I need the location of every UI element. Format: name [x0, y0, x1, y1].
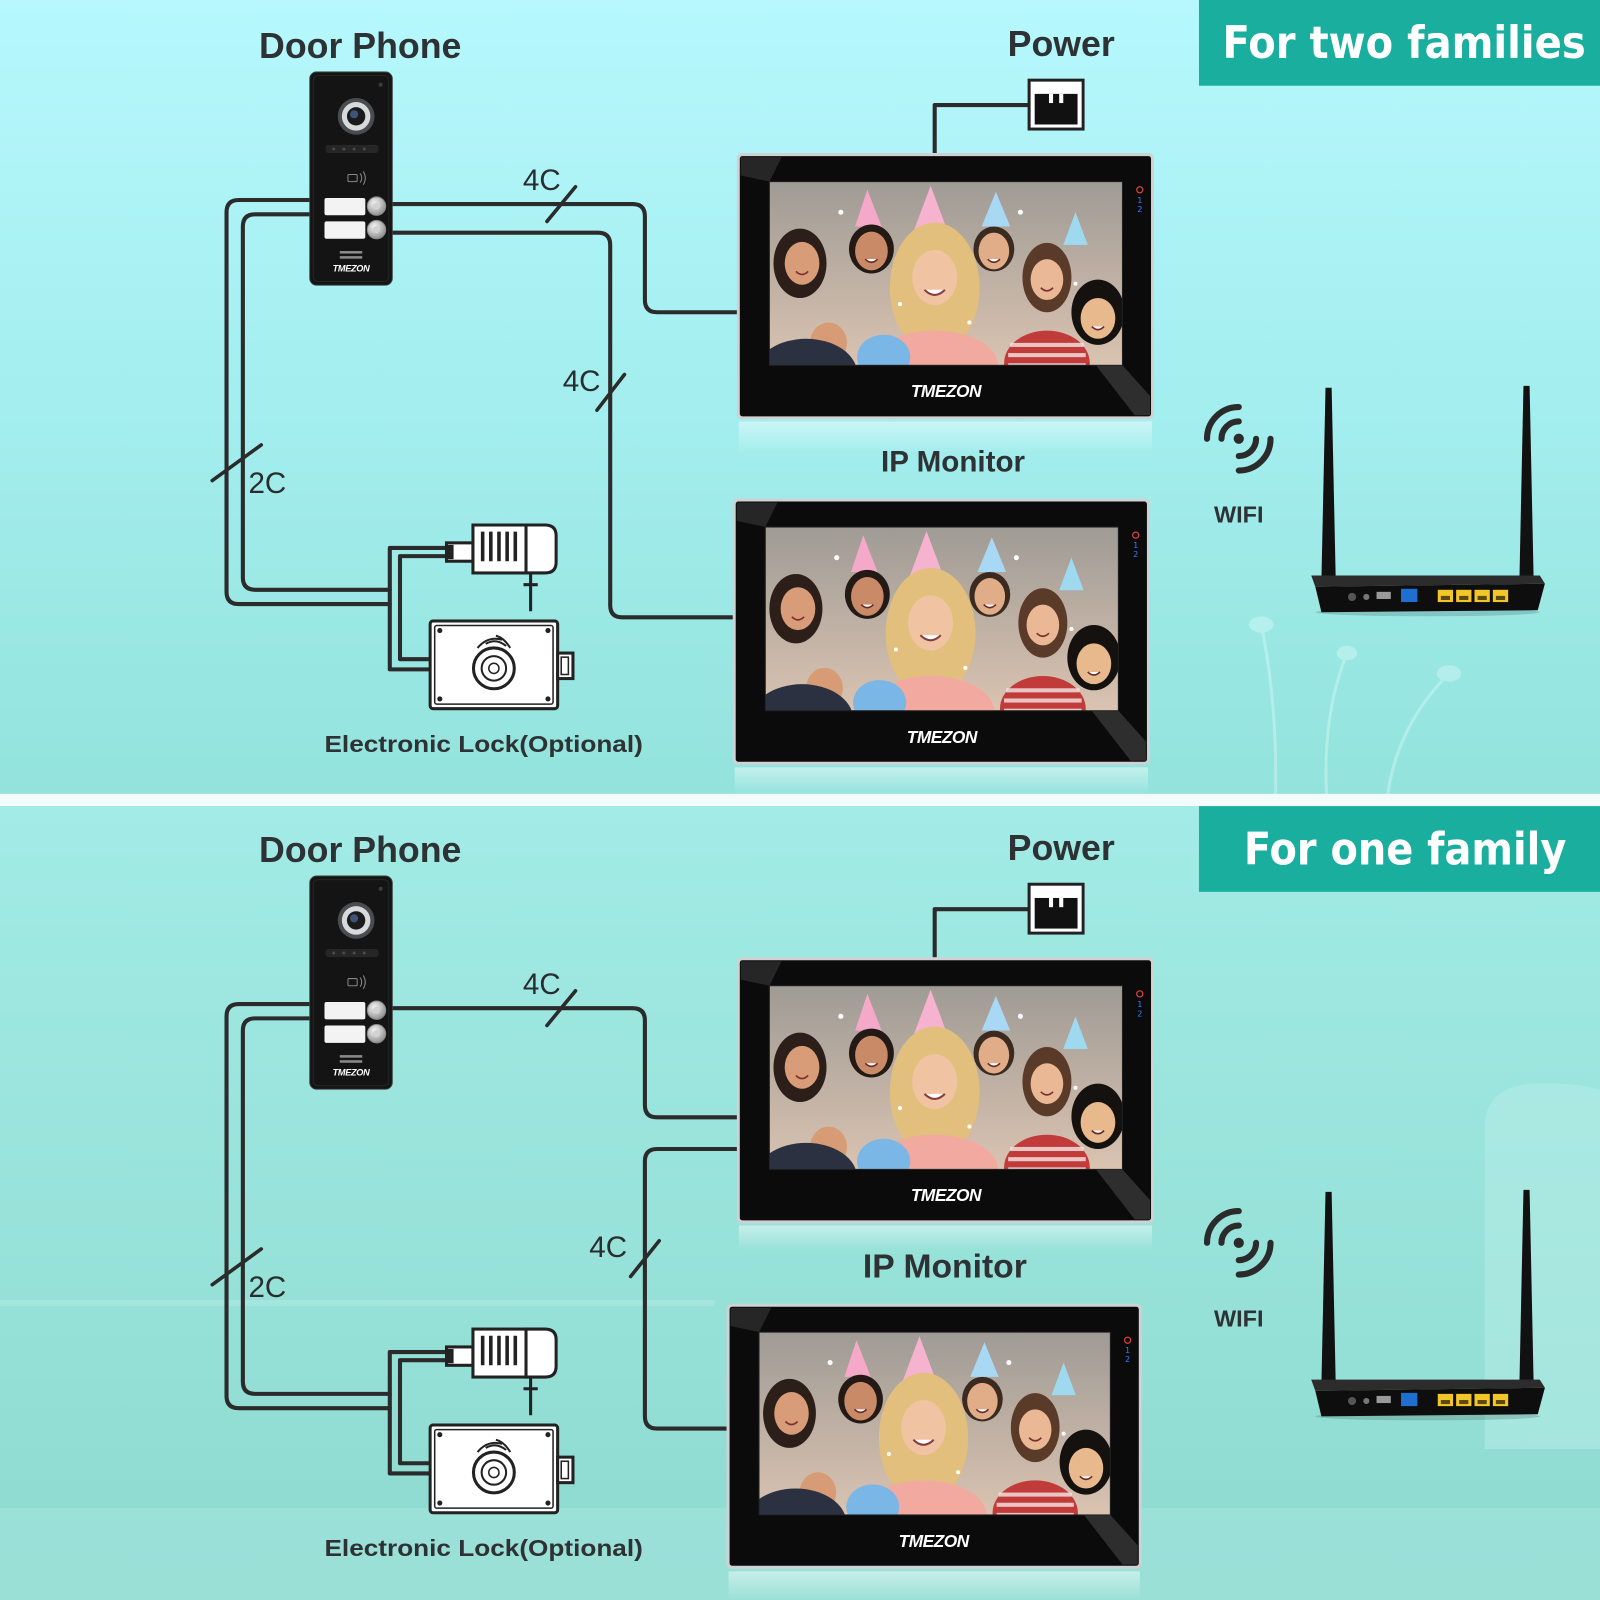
- power-cable: [932, 103, 1030, 156]
- electronic-lock-label: Electronic Lock(Optional): [324, 731, 642, 757]
- wire-slash-4c-first: [545, 184, 578, 224]
- monitor-indicator-1: 1: [1137, 999, 1142, 1009]
- monitor-reflection: [734, 767, 1148, 794]
- door-phone-camera-icon: [309, 875, 393, 1090]
- wire-adapter-b: [397, 554, 447, 662]
- family-badge-text: For one family: [1244, 822, 1566, 875]
- monitor-reflection: [738, 421, 1153, 455]
- wire-door-to-second-monitor: [390, 230, 735, 620]
- panel-two-families: For two families Door Phone Power 4C 4C …: [0, 0, 1600, 795]
- ip-monitor-second: [728, 1305, 1140, 1567]
- wire-lock-inner: [240, 1016, 392, 1396]
- monitor-reflection: [728, 1571, 1140, 1600]
- monitor-indicator-2: 2: [1125, 1354, 1130, 1364]
- door-phone-brand: TMEZON: [333, 263, 371, 273]
- monitor-brand: TMEZON: [911, 1185, 982, 1205]
- door-phone-camera-icon: [309, 71, 393, 286]
- monitor-indicator-1: 1: [1137, 195, 1142, 205]
- wire-adapter-a: [387, 545, 447, 672]
- wifi-icon: [1203, 1208, 1274, 1278]
- wire-door-to-first-monitor: [390, 202, 739, 315]
- wire-label-4c-first: 4C: [523, 968, 561, 1001]
- door-phone-label: Door Phone: [259, 26, 461, 66]
- wifi-label: WIFI: [1214, 1306, 1264, 1332]
- wire-adapter-a: [387, 1350, 447, 1476]
- wire-label-4c-second: 4C: [589, 1231, 627, 1264]
- wire-lock-outer: [224, 197, 392, 607]
- power-cable: [932, 907, 1030, 960]
- power-socket-icon: [1027, 882, 1085, 935]
- monitor-indicator-1: 1: [1133, 540, 1138, 550]
- family-badge-text: For two families: [1222, 16, 1585, 69]
- wire-label-4c-first: 4C: [523, 164, 561, 197]
- monitor-brand: TMEZON: [899, 1531, 970, 1551]
- wire-door-to-first-monitor: [390, 1006, 739, 1120]
- wire-lock-inner: [240, 212, 392, 592]
- monitor-reflection: [738, 1225, 1153, 1250]
- wifi-label: WIFI: [1214, 501, 1264, 527]
- wire-slash-2c: [210, 1247, 264, 1287]
- panel-divider: [0, 793, 1600, 807]
- ip-monitor-first: [738, 155, 1152, 418]
- wire-label-4c-second: 4C: [563, 365, 601, 398]
- monitor-brand: TMEZON: [911, 381, 982, 401]
- wifi-icon: [1203, 403, 1274, 474]
- wire-lock-outer: [224, 1002, 392, 1411]
- power-label: Power: [1008, 24, 1115, 64]
- power-socket-icon: [1027, 78, 1085, 131]
- door-phone-brand: TMEZON: [333, 1068, 371, 1078]
- electronic-lock-icon: [428, 619, 575, 711]
- ip-monitor-label: IP Monitor: [881, 445, 1026, 478]
- family-badge: [1198, 0, 1600, 86]
- monitor-indicator-1: 1: [1125, 1345, 1130, 1355]
- ip-monitor-first: [738, 959, 1152, 1222]
- wire-slash-4c-second: [595, 372, 627, 412]
- wire-label-2c: 2C: [248, 1271, 286, 1304]
- background-plant-decoration: [1248, 616, 1462, 795]
- door-phone-label: Door Phone: [259, 830, 461, 870]
- electronic-lock-icon: [428, 1423, 575, 1515]
- power-label: Power: [1008, 828, 1115, 868]
- monitor-indicator-2: 2: [1133, 549, 1138, 559]
- wire-markers: 4C 4C 2C: [210, 968, 661, 1304]
- monitor-indicator-2: 2: [1137, 1008, 1142, 1018]
- wire-markers: 4C 4C 2C: [210, 164, 627, 500]
- monitor-indicator-2: 2: [1137, 204, 1142, 214]
- family-badge: [1198, 806, 1600, 892]
- wire-adapter-b: [397, 1358, 447, 1466]
- wiring: [224, 103, 1030, 672]
- ip-monitor-label: IP Monitor: [863, 1249, 1027, 1286]
- electronic-lock-label: Electronic Lock(Optional): [324, 1535, 642, 1561]
- wire-slash-4c-first: [545, 989, 578, 1028]
- wire-slash-4c-second: [628, 1239, 661, 1279]
- wire-slash-2c: [210, 443, 264, 483]
- wire-label-2c: 2C: [248, 467, 286, 500]
- panel-one-family: For one family Door Phone Power 4C 4C 2C…: [0, 806, 1600, 1600]
- wiring: [224, 907, 1030, 1476]
- wire-first-to-second-monitor: [642, 1146, 739, 1431]
- monitor-brand: TMEZON: [907, 727, 978, 747]
- ip-monitor-second: [734, 500, 1148, 763]
